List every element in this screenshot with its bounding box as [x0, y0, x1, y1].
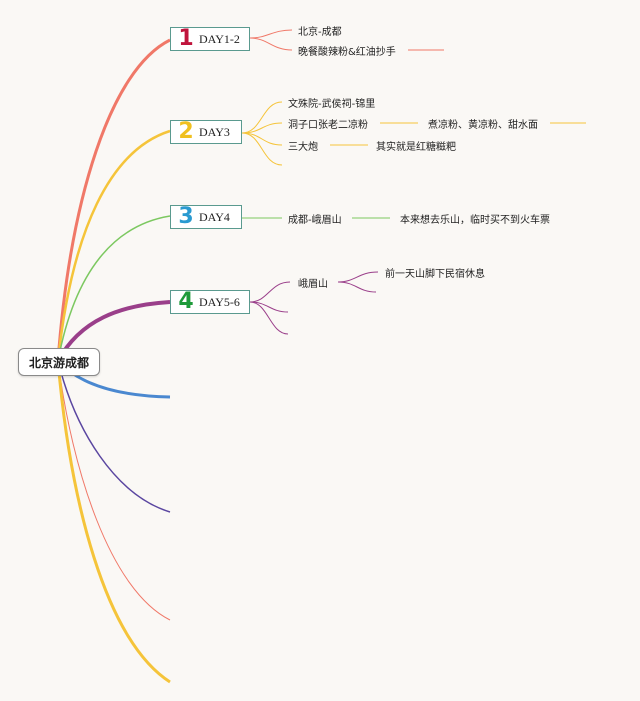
day-number-3: 3	[178, 204, 194, 229]
connector-day5-sub1	[337, 271, 379, 283]
connector-day3-item2	[241, 122, 283, 134]
branch-empty-2	[57, 360, 171, 513]
day3-sub-2[interactable]: 其实就是红糖糍粑	[376, 142, 456, 153]
day3-item-1[interactable]: 文殊院-武侯祠-锦里	[288, 99, 376, 110]
day5-item-1[interactable]: 峨眉山	[298, 279, 328, 290]
day3-sub-1[interactable]: 煮凉粉、黄凉粉、甜水面	[428, 120, 538, 131]
day-node-3[interactable]: 3 DAY4	[170, 205, 242, 229]
day1-item-2[interactable]: 晚餐酸辣粉&红油抄手	[298, 47, 396, 58]
connector-day5-sub-empty	[337, 281, 377, 293]
connector-day3-empty	[241, 132, 283, 166]
connector-day5-empty2	[249, 301, 289, 335]
day5-sub-1[interactable]: 前一天山脚下民宿休息	[385, 269, 485, 280]
connector-day5-item1	[249, 281, 291, 303]
day4-item-1[interactable]: 成都-峨眉山	[288, 215, 342, 226]
day-label-1: DAY1-2	[199, 31, 240, 46]
connector-day3-item1	[241, 101, 283, 134]
connector-day1-item1	[249, 29, 293, 39]
root-node-label: 北京游成都	[28, 355, 89, 370]
day-label-4: DAY5-6	[199, 294, 240, 309]
day4-sub-1[interactable]: 本来想去乐山，临时买不到火车票	[400, 215, 550, 226]
branch-day1	[56, 38, 171, 362]
day-node-2[interactable]: 2 DAY3	[170, 120, 242, 144]
day-label-3: DAY4	[199, 209, 230, 224]
branch-empty-4	[56, 360, 171, 684]
connector-day3-item3	[241, 132, 283, 146]
day-number-2: 2	[178, 119, 194, 144]
day-label-2: DAY3	[199, 124, 230, 139]
day-number-4: 4	[178, 289, 194, 314]
day-node-1[interactable]: 1 DAY1-2	[170, 27, 250, 51]
branch-day3	[56, 129, 171, 362]
day-node-4[interactable]: 4 DAY5-6	[170, 290, 250, 314]
connector-day1-item2	[249, 37, 293, 51]
day-number-1: 1	[178, 26, 194, 51]
root-node[interactable]: 北京游成都	[18, 348, 100, 376]
day3-item-2[interactable]: 洞子口张老二凉粉	[288, 120, 368, 131]
branch-empty-3	[57, 360, 171, 621]
branch-day4	[57, 215, 171, 362]
day1-item-1[interactable]: 北京-成都	[298, 27, 342, 38]
day3-item-3[interactable]: 三大炮	[288, 142, 318, 153]
